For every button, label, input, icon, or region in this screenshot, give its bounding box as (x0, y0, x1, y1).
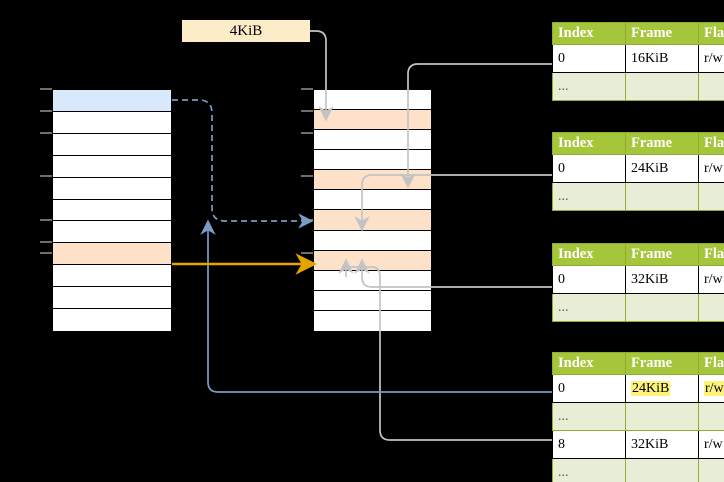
cell-frame: 32KiB (625, 265, 699, 294)
cell-index: ... (552, 293, 626, 322)
column-header-index: Index (552, 22, 626, 45)
cell-frame (625, 402, 699, 431)
cell-index: ... (552, 458, 626, 482)
cell-frame (625, 293, 699, 322)
virtual-address-space-row (53, 90, 171, 112)
virtual-address-column (52, 89, 172, 331)
column-header-flags: Flags (698, 22, 724, 45)
physical-memory-row (314, 230, 431, 251)
column-header-index: Index (552, 132, 626, 155)
table-row: ... (552, 293, 724, 322)
cell-index: 0 (552, 44, 626, 73)
table-row: 0 24KiB r/w (552, 374, 724, 403)
column-header-frame: Frame (625, 243, 699, 266)
cell-index: ... (552, 182, 626, 211)
virtual-address-space-row (53, 287, 171, 310)
page-size-label: 4KiB (182, 20, 310, 42)
virtual-address-space-row (53, 243, 171, 266)
physical-memory-row (314, 190, 431, 211)
cell-frame (625, 182, 699, 211)
column-header-flags: Flags (698, 132, 724, 155)
cell-frame: 24KiB (625, 374, 699, 403)
middle-tick-marks (301, 88, 313, 254)
column-header-frame: Frame (625, 352, 699, 375)
virtual-address-space-row (53, 265, 171, 288)
cell-index: 0 (552, 374, 626, 403)
cell-flags (698, 182, 724, 211)
cell-frame: 32KiB (625, 430, 699, 459)
column-header-frame: Frame (625, 22, 699, 45)
cell-flags: r/w (698, 430, 724, 459)
virtual-address-space-row (53, 155, 171, 178)
cell-flags: r/w (698, 265, 724, 294)
highlighted-value: 24KiB (631, 380, 671, 396)
column-header-frame: Frame (625, 132, 699, 155)
physical-memory-row (314, 250, 431, 271)
virtual-address-space-row (53, 111, 171, 134)
physical-memory-row (314, 110, 431, 131)
physical-memory-column (313, 89, 432, 331)
physical-memory-row (314, 210, 431, 231)
physical-memory-row (314, 310, 431, 331)
virtual-address-space-row (53, 221, 171, 244)
table-row: ... (552, 458, 724, 482)
table-row: ... (552, 402, 724, 431)
physical-memory-row (314, 150, 431, 171)
physical-memory-row (314, 270, 431, 291)
page-table-level-2: IndexFrameFlags024KiBr/w... (552, 132, 724, 211)
column-header-index: Index (552, 352, 626, 375)
cell-flags (698, 402, 724, 431)
cell-index: ... (552, 72, 626, 101)
virtual-address-space-row (53, 177, 171, 200)
cell-flags: r/w (698, 374, 724, 403)
cell-frame (625, 458, 699, 482)
physical-memory-row (314, 90, 431, 111)
cell-flags: r/w (698, 44, 724, 73)
column-header-flags: Flags (698, 243, 724, 266)
cell-index: 8 (552, 430, 626, 459)
virtual-address-space-row (53, 199, 171, 222)
cell-index: ... (552, 402, 626, 431)
virtual-address-space-row (53, 309, 171, 331)
cell-flags (698, 293, 724, 322)
cell-flags: r/w (698, 154, 724, 183)
column-header-index: Index (552, 243, 626, 266)
page-table-level-4: IndexFrameFlags024KiBr/w...832KiBr/w... (552, 352, 724, 482)
column-header-flags: Flags (698, 352, 724, 375)
physical-memory-row (314, 170, 431, 191)
left-tick-marks (40, 88, 52, 254)
highlighted-value: r/w (704, 380, 724, 396)
cell-index: 0 (552, 154, 626, 183)
virtual-address-space-row (53, 133, 171, 156)
cell-frame: 16KiB (625, 44, 699, 73)
cell-frame: 24KiB (625, 154, 699, 183)
cell-flags (698, 458, 724, 482)
table-row: ... (552, 182, 724, 211)
page-table-level-3: IndexFrameFlags032KiBr/w... (552, 243, 724, 322)
table-row: ... (552, 72, 724, 101)
page-table-level-1: IndexFrameFlags016KiBr/w... (552, 22, 724, 101)
physical-memory-row (314, 130, 431, 151)
cell-flags (698, 72, 724, 101)
cell-index: 0 (552, 265, 626, 294)
wire-virt-to-phys-dashed (172, 99, 314, 229)
physical-memory-row (314, 290, 431, 311)
cell-frame (625, 72, 699, 101)
